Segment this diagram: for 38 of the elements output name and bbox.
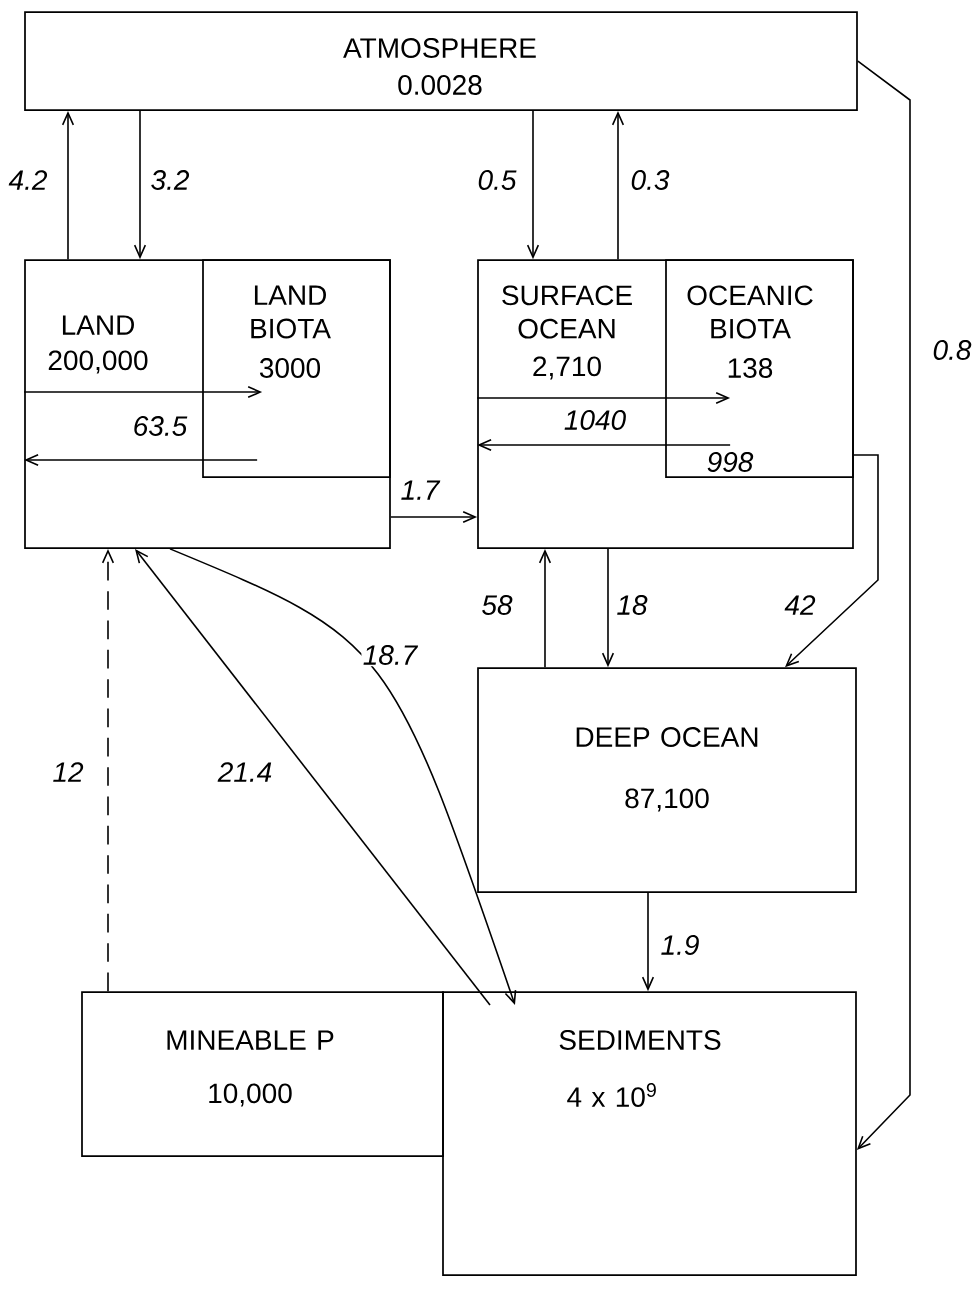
arrow (23, 385, 263, 399)
arrow (135, 548, 491, 1006)
reservoir-box: DEEP OCEAN 87,100 (477, 667, 857, 893)
arrow (856, 60, 911, 1150)
reservoir-box: MINEABLE P 10,000 (81, 991, 444, 1157)
flux-label: 3.2 (149, 168, 191, 192)
flux-label: 1.9 (659, 933, 701, 957)
arrow (477, 438, 731, 452)
arrow (611, 110, 625, 260)
arrow (24, 453, 258, 467)
flux-label: 0.3 (629, 168, 671, 192)
arrow (169, 548, 517, 1005)
flux-label: 12 (51, 760, 85, 784)
reservoir-box: ATMOSPHERE 0.0028 (24, 11, 858, 111)
flux-label: 18.7 (361, 643, 419, 667)
flux-label: 0.5 (476, 168, 518, 192)
flux-label: 1040 (562, 408, 628, 432)
flux-label: 0.8 (931, 338, 973, 362)
arrow (101, 548, 115, 992)
reservoir-box: SEDIMENTS 4 x 10$^{9}$ (442, 991, 857, 1276)
arrow (390, 510, 478, 524)
flux-label: 4.2 (7, 168, 49, 192)
flux-label: 63.5 (131, 414, 189, 438)
arrow (61, 110, 75, 260)
flux-label: 42 (783, 593, 817, 617)
flux-label: 18 (615, 593, 649, 617)
arrow (133, 110, 147, 260)
arrow (538, 548, 552, 668)
flux-label: 998 (705, 450, 755, 474)
arrow (641, 892, 655, 992)
arrow (785, 454, 879, 668)
flux-label: 21.4 (216, 760, 274, 784)
flux-label: 1.7 (399, 479, 441, 501)
arrow (526, 110, 540, 260)
arrow (601, 548, 615, 668)
flux-label: 58 (480, 593, 514, 617)
reservoir-box: LAND BIOTA 3000 (202, 259, 391, 478)
arrow (476, 391, 731, 405)
